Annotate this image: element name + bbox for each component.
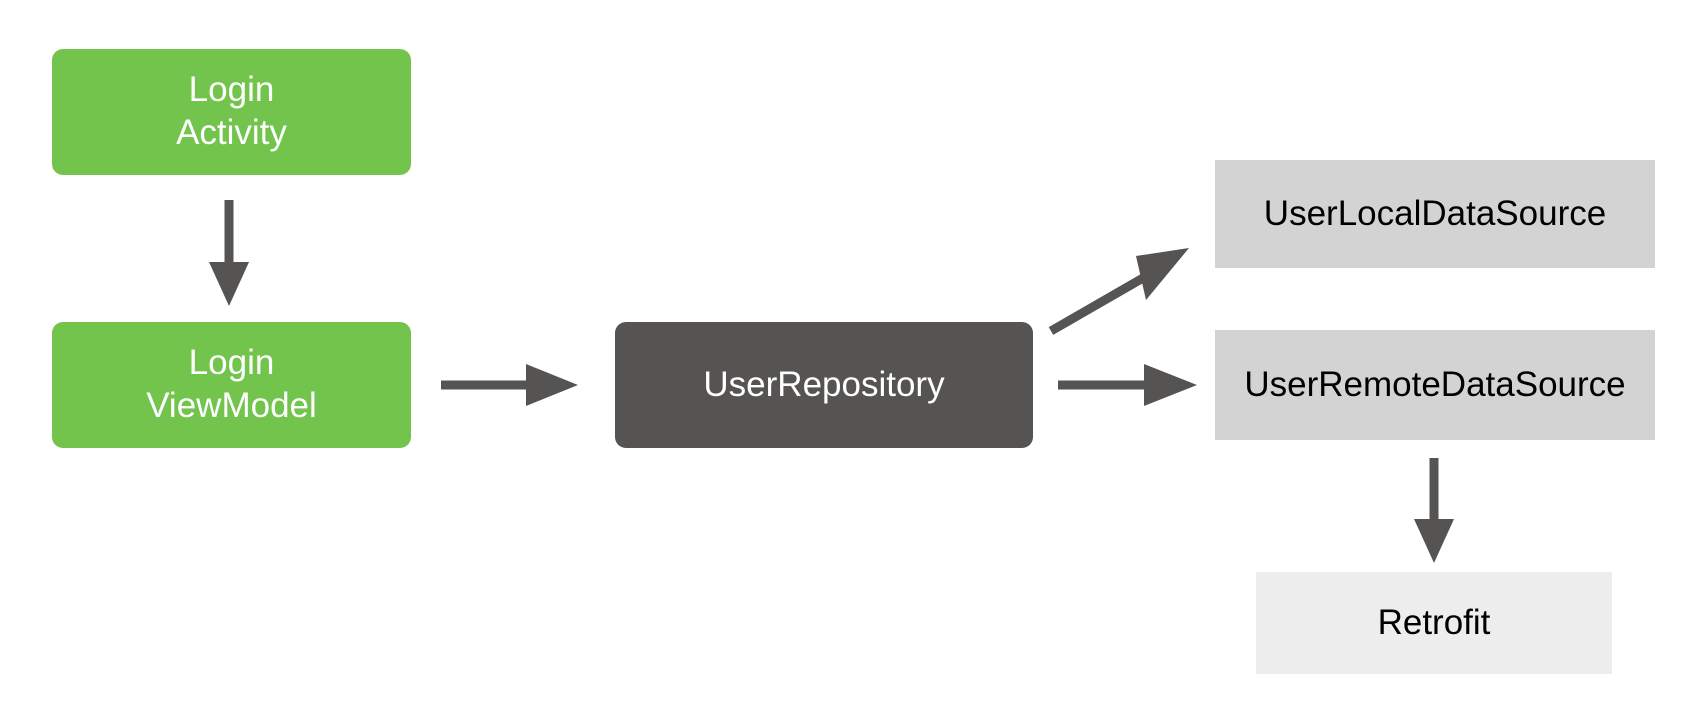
node-retrofit[interactable]: Retrofit [1256,572,1612,674]
node-user-local-data-source[interactable]: UserLocalDataSource [1215,160,1655,268]
node-user-local-data-source-label: UserLocalDataSource [1263,193,1607,233]
node-user-remote-data-source[interactable]: UserRemoteDataSource [1215,330,1655,440]
edge-repository-to-remote [1058,364,1197,406]
edge-viewmodel-to-repository [441,364,578,406]
node-login-activity[interactable]: Login Activity [52,49,411,175]
node-user-repository[interactable]: UserRepository [615,322,1033,448]
node-retrofit-label: Retrofit [1377,602,1491,642]
edge-activity-to-viewmodel [209,200,249,306]
edge-remote-to-retrofit [1414,458,1454,563]
node-user-remote-data-source-label: UserRemoteDataSource [1244,364,1626,404]
node-login-activity-label: Login Activity [176,70,287,152]
edge-repository-to-local [1048,248,1189,335]
node-login-viewmodel-label: Login ViewModel [146,343,317,425]
node-user-repository-label: UserRepository [703,364,945,404]
node-login-viewmodel[interactable]: Login ViewModel [52,322,411,448]
